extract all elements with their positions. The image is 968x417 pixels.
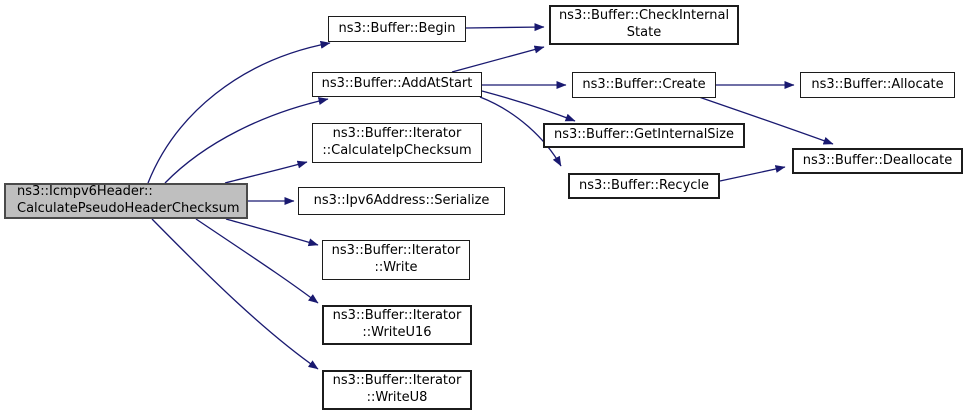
node-buffer-allocate[interactable]: ns3::Buffer::Allocate (800, 72, 955, 98)
node-buffer-begin[interactable]: ns3::Buffer::Begin (328, 16, 466, 42)
node-label-line: ns3::Buffer::Allocate (811, 76, 944, 92)
node-buffer-add-at-start[interactable]: ns3::Buffer::AddAtStart (312, 72, 482, 97)
node-label-line: ns3::Buffer::Create (582, 76, 706, 92)
node-label-line: ns3::Buffer::Iterator (331, 243, 461, 259)
node-label-line: ns3::Buffer::AddAtStart (321, 76, 473, 92)
node-buffer-recycle[interactable]: ns3::Buffer::Recycle (568, 173, 720, 199)
node-label-line: CalculatePseudoHeaderChecksum (17, 201, 240, 216)
node-buffer-check-internal-state[interactable]: ns3::Buffer::CheckInternal State (549, 5, 739, 45)
node-label-line: ns3::Buffer::Iterator (332, 308, 462, 324)
edge-main-calculate-ip-checksum (224, 160, 308, 184)
node-label-line: ns3::Buffer::Iterator (332, 373, 462, 389)
edge-main-begin (147, 40, 331, 184)
edge-add-at-start-recycle (479, 96, 562, 167)
node-buffer-iterator-write-u8[interactable]: ns3::Buffer::Iterator ::WriteU8 (322, 370, 472, 410)
node-label-line: State (626, 25, 662, 40)
edge-main-add-at-start (164, 97, 329, 184)
node-label-line: ns3::Buffer::Begin (338, 20, 456, 36)
edge-add-at-start-check-internal-state (451, 45, 545, 73)
node-buffer-get-internal-size[interactable]: ns3::Buffer::GetInternalSize (543, 123, 745, 148)
edge-begin-check-internal-state (465, 23, 545, 32)
edge-main-write (225, 218, 319, 247)
node-buffer-iterator-calculate-ip-checksum[interactable]: ns3::Buffer::Iterator ::CalculateIpCheck… (312, 123, 482, 163)
node-label-line: ns3::Buffer::Recycle (578, 177, 710, 193)
node-buffer-iterator-write[interactable]: ns3::Buffer::Iterator ::Write (322, 240, 470, 280)
node-label-line: ::WriteU16 (362, 325, 432, 340)
node-label-line: ns3::Ipv6Address::Serialize (313, 192, 490, 208)
node-label-line: ns3::Buffer::CheckInternal (558, 8, 730, 24)
node-ipv6address-serialize[interactable]: ns3::Ipv6Address::Serialize (298, 187, 505, 215)
node-label-line: ::CalculateIpChecksum (322, 143, 472, 158)
node-label-line: ::WriteU8 (366, 390, 428, 405)
edge-add-at-start-get-internal-size (481, 90, 576, 122)
node-icmpv6header-calculate-pseudo-header-checksum: ns3::Icmpv6Header:: CalculatePseudoHeade… (4, 183, 248, 219)
edge-create-deallocate (698, 96, 834, 145)
node-label-line: ns3::Buffer::Iterator (332, 126, 462, 142)
node-buffer-create[interactable]: ns3::Buffer::Create (572, 72, 716, 98)
node-label-line: ::Write (374, 260, 418, 275)
node-label-line: ns3::Buffer::Deallocate (802, 152, 953, 168)
node-label-line: ns3::Buffer::GetInternalSize (554, 127, 734, 143)
edge-main-write-u16 (195, 218, 319, 304)
node-label-line: ns3::Icmpv6Header:: (17, 184, 153, 200)
node-buffer-iterator-write-u16[interactable]: ns3::Buffer::Iterator ::WriteU16 (322, 305, 472, 345)
node-buffer-deallocate[interactable]: ns3::Buffer::Deallocate (792, 148, 963, 174)
edge-recycle-deallocate (719, 165, 786, 182)
edge-main-write-u8 (151, 218, 319, 370)
